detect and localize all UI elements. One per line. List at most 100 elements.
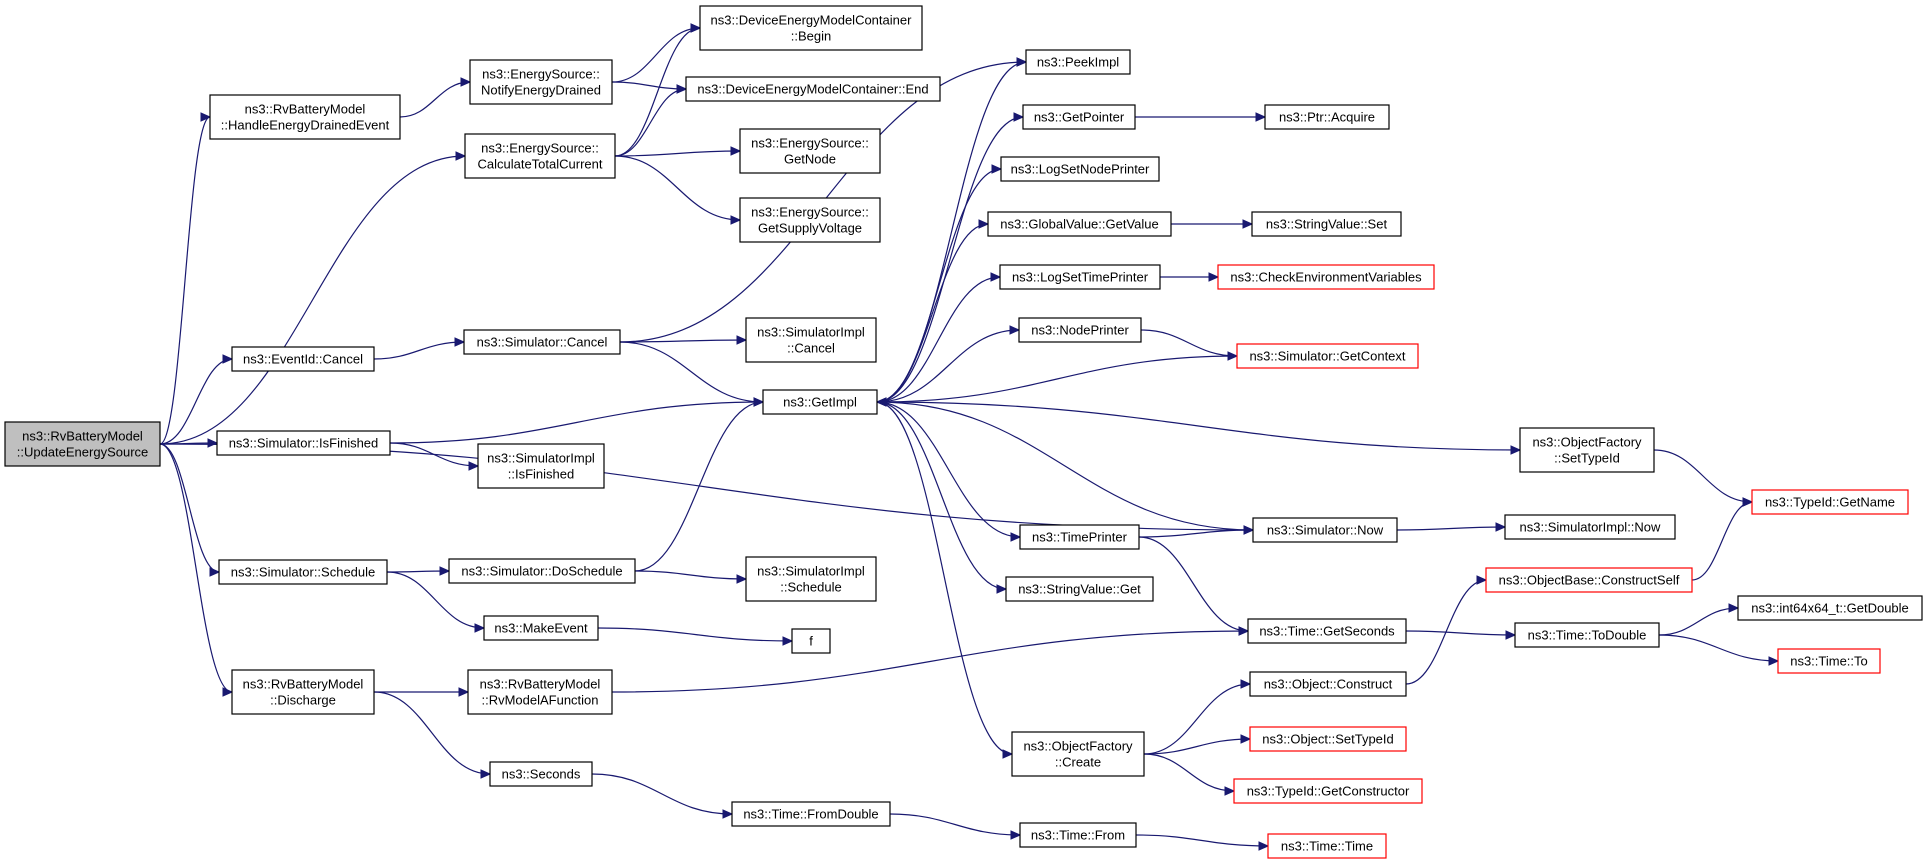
call-edge xyxy=(159,116,211,445)
arrowhead xyxy=(782,636,794,646)
call-nodes: ns3::RvBatteryModel::UpdateEnergySourcen… xyxy=(4,5,1923,859)
function-node-sim-now[interactable]: ns3::Simulator::Now xyxy=(1252,517,1398,543)
function-node-seconds[interactable]: ns3::Seconds xyxy=(489,761,593,787)
function-node-i64-get-dbl[interactable]: ns3::int64x64_t::GetDouble xyxy=(1737,595,1923,621)
node-label: ns3::GetPointer xyxy=(1034,110,1125,125)
function-node-demc-end[interactable]: ns3::DeviceEnergyModelContainer::End xyxy=(685,76,941,102)
function-node-es-get-node[interactable]: ns3::EnergySource::GetNode xyxy=(739,128,881,174)
call-edge xyxy=(634,570,747,580)
function-node-rv-model-a[interactable]: ns3::RvBatteryModel::RvModelAFunction xyxy=(467,669,613,715)
arrowhead xyxy=(209,567,221,577)
node-label: ns3::GlobalValue::GetValue xyxy=(1000,217,1159,232)
node-box xyxy=(1751,489,1909,515)
function-node-calc-total[interactable]: ns3::EnergySource::CalculateTotalCurrent xyxy=(464,133,616,179)
node-label: ns3::TypeId::GetConstructor xyxy=(1247,784,1410,799)
node-box xyxy=(1022,104,1136,130)
function-node-peek-impl[interactable]: ns3::PeekImpl xyxy=(1025,49,1131,75)
function-node-check-env[interactable]: ns3::CheckEnvironmentVariables xyxy=(1217,264,1435,290)
call-edge xyxy=(876,329,1020,403)
node-label: ns3::Simulator::Schedule xyxy=(231,565,376,580)
call-edge xyxy=(876,401,1007,590)
function-node-root[interactable]: ns3::RvBatteryModel::UpdateEnergySource xyxy=(4,421,161,467)
arrowhead xyxy=(1010,830,1022,840)
arrowhead xyxy=(474,623,486,633)
node-box xyxy=(1737,595,1923,621)
node-box xyxy=(1236,343,1419,369)
function-node-ptr-acquire[interactable]: ns3::Ptr::Acquire xyxy=(1264,104,1390,130)
function-node-rv-discharge[interactable]: ns3::RvBatteryModel::Discharge xyxy=(231,669,375,715)
function-node-sim-cancel[interactable]: ns3::Simulator::Cancel xyxy=(463,329,621,355)
arrowhead xyxy=(1495,522,1507,532)
function-node-log-time-pr[interactable]: ns3::LogSetTimePrinter xyxy=(999,264,1161,290)
node-box xyxy=(209,94,401,140)
function-node-sim-is-fin[interactable]: ns3::Simulator::IsFinished xyxy=(216,430,391,456)
function-node-time-get-sec[interactable]: ns3::Time::GetSeconds xyxy=(1247,618,1407,644)
function-node-si-is-fin[interactable]: ns3::SimulatorImpl::IsFinished xyxy=(477,443,605,489)
node-box xyxy=(216,430,391,456)
node-label: ns3::RvBatteryModel xyxy=(243,677,364,692)
node-label: ns3::EnergySource:: xyxy=(751,136,869,151)
function-node-of-create[interactable]: ns3::ObjectFactory::Create xyxy=(1011,731,1145,777)
node-label: ns3::EnergySource:: xyxy=(481,141,599,156)
node-label: ns3::RvBatteryModel xyxy=(480,677,601,692)
arrowhead xyxy=(207,438,219,448)
node-box xyxy=(231,346,375,372)
node-label: ::Discharge xyxy=(270,693,336,708)
node-label: ns3::Simulator::IsFinished xyxy=(229,436,379,451)
function-node-time-from-dbl[interactable]: ns3::Time::FromDouble xyxy=(731,801,891,827)
function-node-tid-get-name[interactable]: ns3::TypeId::GetName xyxy=(1751,489,1909,515)
function-node-node-printer[interactable]: ns3::NodePrinter xyxy=(1018,317,1142,343)
node-label: ns3::Simulator::Cancel xyxy=(477,335,608,350)
function-node-notify-e-d[interactable]: ns3::EnergySource::NotifyEnergyDrained xyxy=(469,59,613,105)
function-node-gv-get-value[interactable]: ns3::GlobalValue::GetValue xyxy=(987,211,1172,237)
function-node-sim-do-sched[interactable]: ns3::Simulator::DoSchedule xyxy=(448,558,636,584)
function-node-tid-get-ctor[interactable]: ns3::TypeId::GetConstructor xyxy=(1233,778,1423,804)
function-node-obj-construct[interactable]: ns3::Object::Construct xyxy=(1249,671,1407,697)
function-node-ev-cancel[interactable]: ns3::EventId::Cancel xyxy=(231,346,375,372)
arrowhead xyxy=(690,23,702,33)
node-label: ns3::SimulatorImpl xyxy=(757,325,865,340)
arrowhead xyxy=(996,584,1008,594)
function-node-get-pointer[interactable]: ns3::GetPointer xyxy=(1022,104,1136,130)
function-node-ob-construct[interactable]: ns3::ObjectBase::ConstructSelf xyxy=(1485,567,1693,593)
function-node-es-get-supply[interactable]: ns3::EnergySource::GetSupplyVoltage xyxy=(739,197,881,243)
arrowhead xyxy=(722,809,734,819)
arrowhead xyxy=(676,84,688,94)
call-edge xyxy=(1658,634,1779,662)
function-node-get-impl[interactable]: ns3::GetImpl xyxy=(762,389,878,415)
function-node-si-cancel[interactable]: ns3::SimulatorImpl::Cancel xyxy=(745,317,877,363)
node-label: ns3::CheckEnvironmentVariables xyxy=(1230,270,1422,285)
arrowhead xyxy=(454,337,466,347)
function-node-log-node-pr[interactable]: ns3::LogSetNodePrinter xyxy=(1000,156,1160,182)
function-node-demc-begin[interactable]: ns3::DeviceEnergyModelContainer::Begin xyxy=(699,5,923,51)
function-node-make-event[interactable]: ns3::MakeEvent xyxy=(483,615,599,641)
function-node-sv-set[interactable]: ns3::StringValue::Set xyxy=(1251,211,1402,237)
node-box xyxy=(699,5,923,51)
call-edge xyxy=(389,442,479,467)
function-node-time-to[interactable]: ns3::Time::To xyxy=(1777,648,1881,674)
call-edge xyxy=(634,401,764,572)
function-node-obj-set-type-id[interactable]: ns3::Object::SetTypeId xyxy=(1249,726,1407,752)
function-node-time-to-dbl[interactable]: ns3::Time::ToDouble xyxy=(1514,622,1660,648)
node-box xyxy=(1249,671,1407,697)
node-box xyxy=(1249,726,1407,752)
node-box xyxy=(483,615,599,641)
call-edge xyxy=(876,401,1521,451)
call-edge xyxy=(889,813,1021,836)
function-node-time-from[interactable]: ns3::Time::From xyxy=(1019,822,1137,848)
function-node-time-time[interactable]: ns3::Time::Time xyxy=(1267,833,1387,859)
arrowhead xyxy=(1728,603,1740,613)
function-node-f[interactable]: f xyxy=(791,628,831,654)
function-node-of-set-type-id[interactable]: ns3::ObjectFactory::SetTypeId xyxy=(1519,427,1655,473)
call-edge xyxy=(591,773,733,815)
node-label: ::IsFinished xyxy=(508,467,574,482)
function-node-si-sched[interactable]: ns3::SimulatorImpl::Schedule xyxy=(745,556,877,602)
function-node-si-now[interactable]: ns3::SimulatorImpl::Now xyxy=(1504,514,1676,540)
function-node-sim-get-ctx[interactable]: ns3::Simulator::GetContext xyxy=(1236,343,1419,369)
function-node-sim-sched[interactable]: ns3::Simulator::Schedule xyxy=(218,559,388,585)
node-label: ::SetTypeId xyxy=(1554,451,1620,466)
function-node-he-drained[interactable]: ns3::RvBatteryModel::HandleEnergyDrained… xyxy=(209,94,401,140)
function-node-time-printer[interactable]: ns3::TimePrinter xyxy=(1019,524,1140,550)
call-edge xyxy=(1143,753,1235,792)
function-node-sv-get[interactable]: ns3::StringValue::Get xyxy=(1005,576,1154,602)
